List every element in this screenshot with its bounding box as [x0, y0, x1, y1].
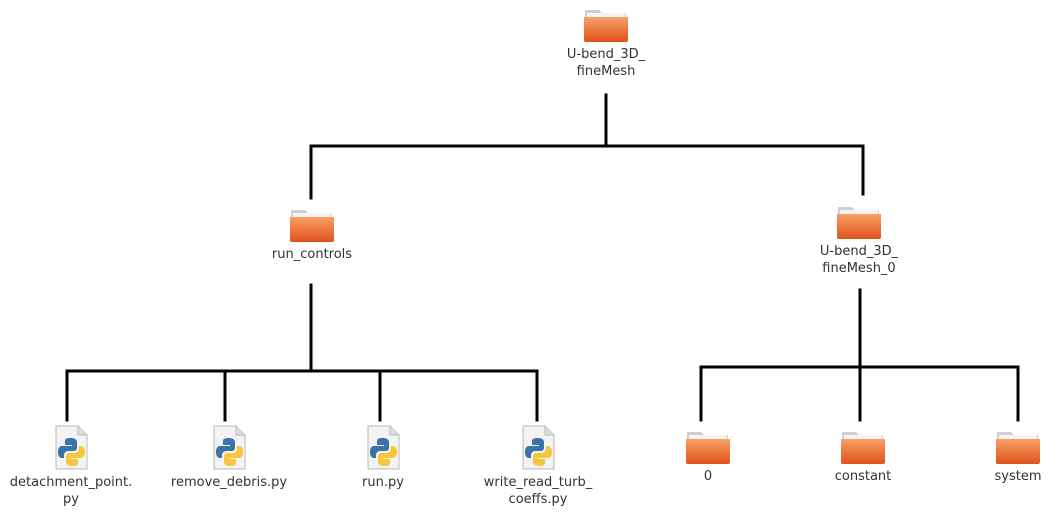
- tree-node-root[interactable]: U-bend_3D_ fineMesh: [531, 6, 681, 80]
- folder-icon: [837, 207, 881, 239]
- tree-node-folder-constant[interactable]: constant: [788, 428, 938, 485]
- node-label: remove_debris.py: [170, 475, 288, 490]
- node-label: run_controls: [271, 247, 353, 262]
- node-label: constant: [834, 469, 892, 484]
- python-file-icon: [213, 425, 246, 470]
- python-file-icon: [367, 425, 400, 470]
- tree-node-file-run[interactable]: run.py: [308, 424, 458, 491]
- python-file-icon: [522, 425, 555, 470]
- tree-node-folder-0[interactable]: 0: [633, 428, 783, 485]
- node-label: detachment_point. py: [9, 475, 133, 507]
- tree-node-file-write-read-turb-coeffs[interactable]: write_read_turb_ coeffs.py: [463, 424, 613, 508]
- node-label: 0: [703, 469, 713, 484]
- node-label: write_read_turb_ coeffs.py: [483, 475, 593, 507]
- folder-icon: [290, 210, 334, 242]
- folder-icon: [996, 432, 1040, 464]
- tree-node-folder-system[interactable]: system: [943, 428, 1062, 485]
- tree-node-finemesh-0[interactable]: U-bend_3D_ fineMesh_0: [784, 203, 934, 277]
- node-label: run.py: [362, 475, 404, 490]
- folder-icon: [686, 432, 730, 464]
- tree-node-file-detachment-point[interactable]: detachment_point. py: [0, 424, 146, 508]
- node-label: system: [994, 469, 1042, 484]
- folder-icon: [841, 432, 885, 464]
- tree-node-file-remove-debris[interactable]: remove_debris.py: [154, 424, 304, 491]
- python-file-icon: [55, 425, 88, 470]
- folder-icon: [584, 10, 628, 42]
- tree-node-run-controls[interactable]: run_controls: [237, 206, 387, 263]
- node-label: U-bend_3D_ fineMesh_0: [819, 244, 899, 276]
- node-label: U-bend_3D_ fineMesh: [566, 47, 646, 79]
